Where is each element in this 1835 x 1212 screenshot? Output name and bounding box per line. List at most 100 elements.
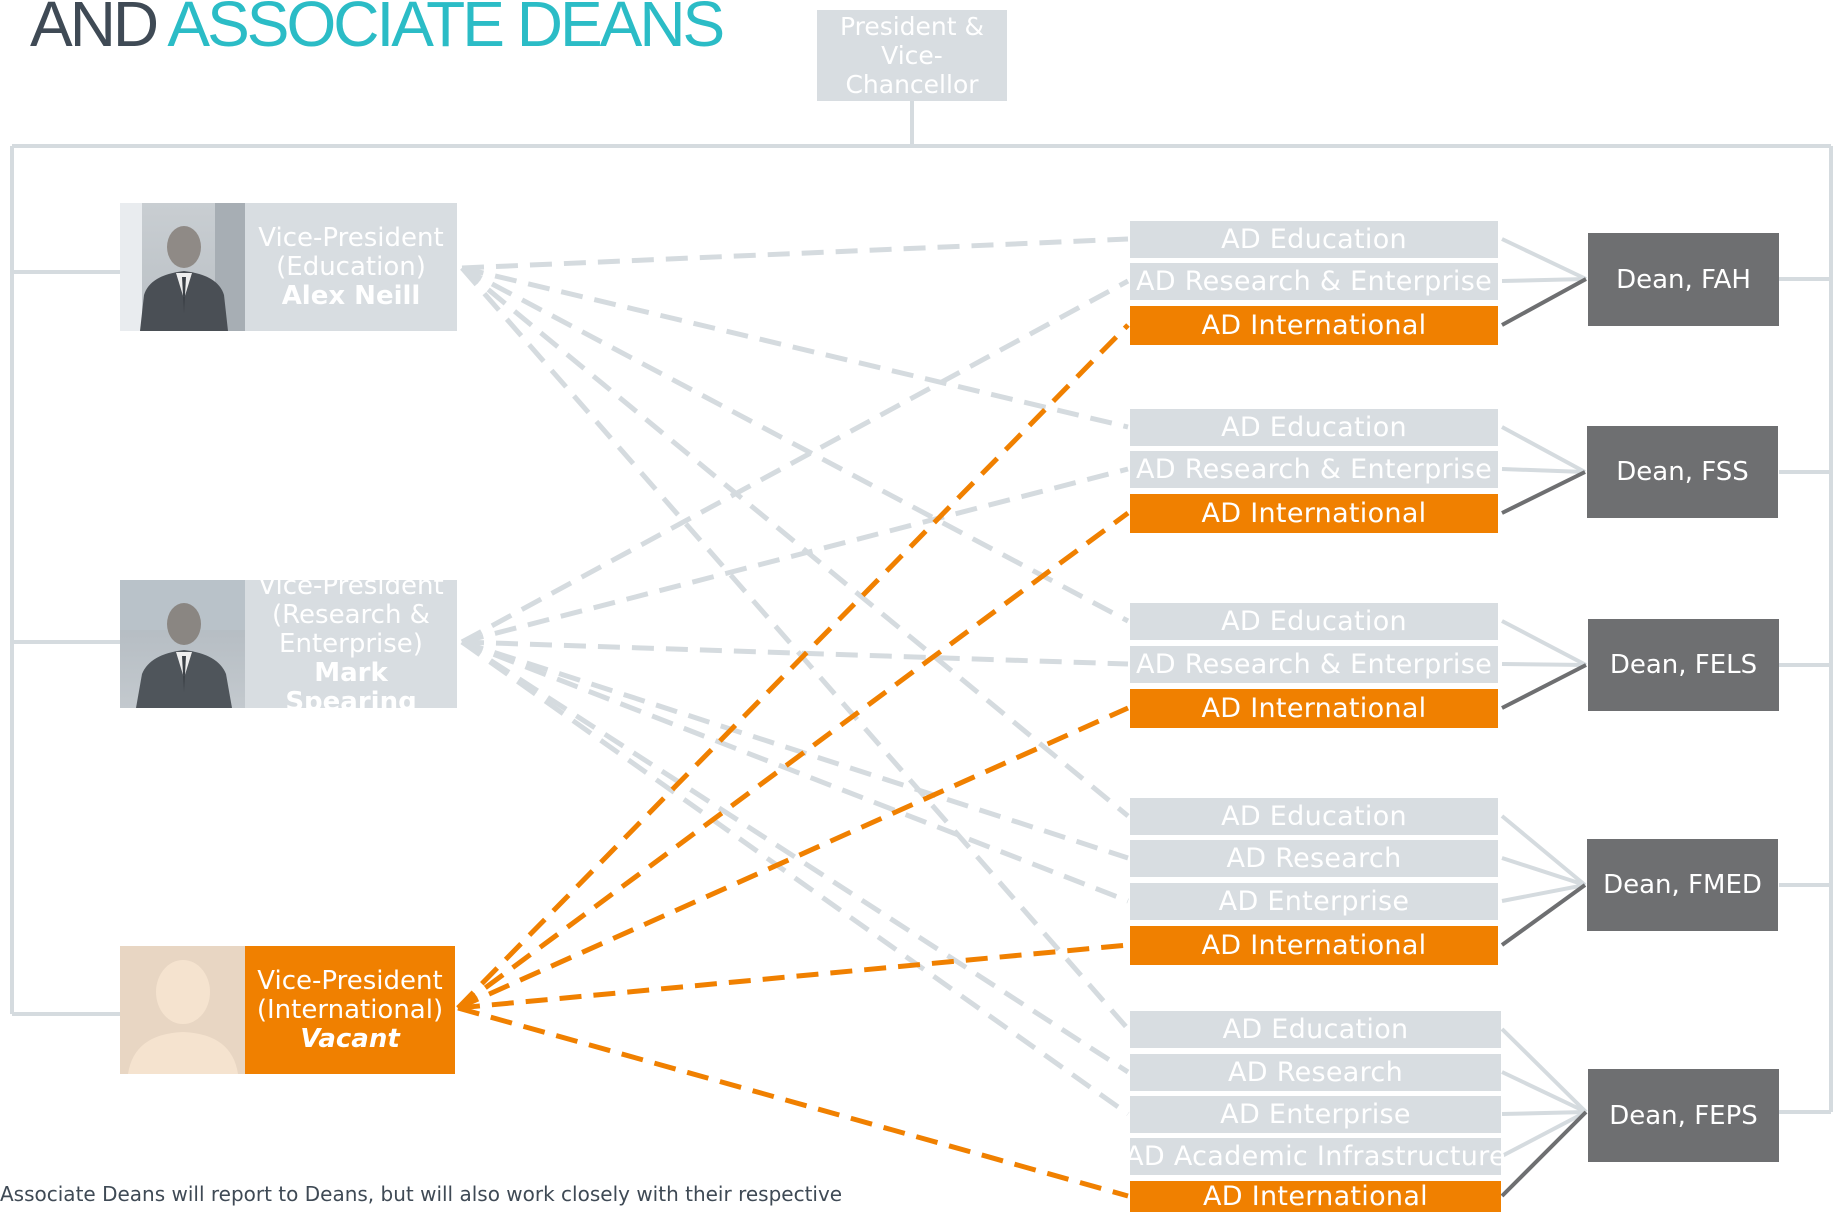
ad-dean-connector <box>1501 1070 1587 1114</box>
vp-education-photo <box>120 203 245 331</box>
ad-fmed-education: AD Education <box>1130 798 1498 835</box>
vp-international-portfolio: (International) <box>256 994 444 1025</box>
dean-label: Dean, FELS <box>1609 650 1758 680</box>
ad-dean-connector <box>1500 814 1587 887</box>
vp-dashed-link <box>461 265 1129 430</box>
ad-dean-connector <box>1501 1110 1587 1158</box>
person-photo-icon <box>120 203 245 331</box>
ad-label: AD Education <box>1221 224 1407 255</box>
ad-dean-connector <box>1500 883 1587 947</box>
page-title: AND ASSOCIATE DEANS <box>30 0 725 62</box>
ad-label: AD Academic Infrastructure <box>1125 1141 1506 1172</box>
president-box: President & Vice-Chancellor <box>817 10 1007 101</box>
president-label: President & Vice-Chancellor <box>839 12 985 99</box>
ad-fels-international: AD International <box>1130 689 1498 728</box>
vp-international-name: Vacant <box>300 1023 400 1054</box>
vp-dashed-link <box>461 639 1129 861</box>
person-photo-icon <box>120 580 245 708</box>
international-dashed-link <box>456 510 1130 1011</box>
dean-fels: Dean, FELS <box>1588 619 1779 711</box>
vp-education-role: Vice-President <box>258 222 444 253</box>
ad-dean-connector <box>1501 467 1586 474</box>
person-silhouette-icon <box>128 960 238 1074</box>
vp-dashed-link <box>461 236 1129 271</box>
dean-label: Dean, FSS <box>1616 457 1749 487</box>
title-part-associate-deans: ASSOCIATE DEANS <box>167 0 725 60</box>
vp-research-card: Vice-President (Research & Enterprise) M… <box>120 571 457 716</box>
dean-label: Dean, FEPS <box>1609 1100 1758 1131</box>
vp-dashed-link <box>460 278 1130 645</box>
ad-label: AD Research <box>1228 1057 1403 1088</box>
vp-education-portfolio: (Education) <box>276 251 426 282</box>
ad-dean-connector <box>1501 277 1587 327</box>
vp-dashed-link <box>461 639 1129 667</box>
ad-dean-connector <box>1500 1110 1588 1198</box>
vp-research-portfolio: (Research & Enterprise) <box>272 599 430 659</box>
vp-research-label: Vice-President (Research & Enterprise) M… <box>245 571 457 716</box>
ad-dean-connector <box>1501 619 1587 667</box>
vp-dashed-link <box>460 639 1130 1117</box>
ad-feps-research: AD Research <box>1130 1054 1501 1091</box>
ad-fss-international: AD International <box>1130 494 1498 533</box>
vp-education-name: Alex Neill <box>281 280 421 311</box>
ad-dean-connector <box>1501 237 1587 281</box>
ad-dean-connector <box>1501 277 1587 283</box>
vp-education-card: Vice-President (Education) Alex Neill <box>120 203 457 331</box>
ad-fels-education: AD Education <box>1130 603 1498 640</box>
vp-dashed-link <box>460 266 1130 818</box>
ad-feps-international: AD International <box>1130 1181 1501 1212</box>
ad-label: AD Education <box>1222 1014 1409 1045</box>
vp-research-role: Vice-President <box>258 570 444 601</box>
vp-research-photo <box>120 580 245 708</box>
ad-dean-connector <box>1500 1027 1588 1114</box>
ad-fah-research-enterprise: AD Research & Enterprise <box>1130 263 1498 300</box>
ad-feps-academic-infrastructure: AD Academic Infrastructure <box>1125 1138 1506 1175</box>
vp-dashed-link <box>461 466 1129 645</box>
ad-label: AD International <box>1201 310 1427 341</box>
ad-label: AD Education <box>1221 606 1407 637</box>
ad-fah-education: AD Education <box>1130 221 1498 258</box>
ad-dean-connector <box>1501 883 1586 903</box>
vp-international-label: Vice-President (International) Vacant <box>245 946 455 1074</box>
ad-label: AD Enterprise <box>1218 886 1410 917</box>
dean-fss: Dean, FSS <box>1587 426 1778 518</box>
vp-education-label: Vice-President (Education) Alex Neill <box>245 203 457 331</box>
ad-label: AD International <box>1201 498 1427 529</box>
ad-label: AD Research <box>1226 843 1402 874</box>
vp-international-role: Vice-President <box>257 965 443 996</box>
vp-international-photo <box>120 946 245 1074</box>
ad-dean-connector <box>1501 1110 1587 1116</box>
ad-dean-connector <box>1501 470 1586 515</box>
ad-label: AD Research & Enterprise <box>1136 649 1492 680</box>
vp-research-name: Mark Spearing <box>285 657 417 717</box>
ad-fah-international: AD International <box>1130 306 1498 345</box>
international-dashed-link <box>457 1005 1129 1199</box>
ad-label: AD Education <box>1221 412 1407 443</box>
vp-dashed-link <box>461 639 1129 904</box>
ad-fmed-international: AD International <box>1130 926 1498 965</box>
ad-fss-education: AD Education <box>1130 409 1498 446</box>
dean-fmed: Dean, FMED <box>1587 839 1778 931</box>
dean-fah: Dean, FAH <box>1588 233 1779 326</box>
title-part-and: AND <box>30 0 159 60</box>
ad-fels-research-enterprise: AD Research & Enterprise <box>1130 646 1498 683</box>
ad-feps-enterprise: AD Enterprise <box>1130 1096 1501 1133</box>
ad-fmed-research: AD Research <box>1130 840 1498 877</box>
dean-label: Dean, FAH <box>1616 264 1751 295</box>
vp-dashed-link <box>460 266 1130 1031</box>
ad-fss-research-enterprise: AD Research & Enterprise <box>1130 451 1498 488</box>
ad-label: AD Research & Enterprise <box>1136 454 1492 485</box>
ad-label: AD International <box>1203 1181 1428 1212</box>
international-dashed-link <box>456 323 1130 1010</box>
international-dashed-link <box>456 705 1130 1011</box>
ad-dean-connector <box>1501 662 1587 667</box>
ad-dean-connector <box>1501 663 1587 710</box>
ad-label: AD Research & Enterprise <box>1136 266 1492 297</box>
ad-label: AD International <box>1201 930 1427 961</box>
vp-dashed-link <box>460 265 1130 624</box>
ad-label: AD Enterprise <box>1220 1099 1411 1130</box>
international-dashed-link <box>457 942 1129 1011</box>
ad-dean-connector <box>1501 856 1586 887</box>
ad-fmed-enterprise: AD Enterprise <box>1130 883 1498 920</box>
